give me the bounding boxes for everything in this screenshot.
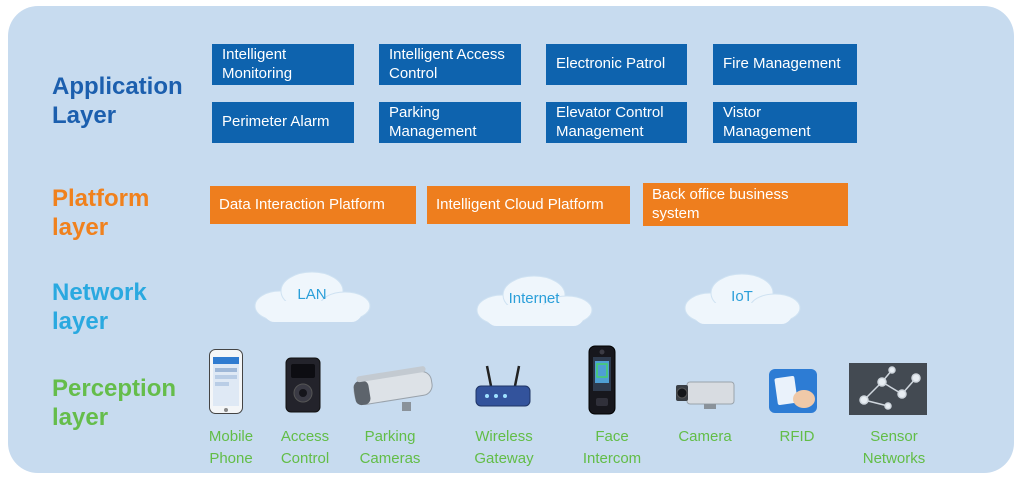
internet-cloud: Internet bbox=[468, 270, 600, 332]
lan-cloud: LAN bbox=[246, 266, 378, 328]
iot-cloud: IoT bbox=[676, 268, 808, 330]
sensor-networks-image bbox=[848, 362, 928, 421]
box-parking-management: Parking Management bbox=[379, 102, 521, 143]
device-label-mobile-phone: Mobile Phone bbox=[208, 428, 254, 467]
cloud-icon bbox=[476, 275, 593, 326]
device-label-rfid: RFID bbox=[779, 428, 815, 445]
box-fire-management: Fire Management bbox=[713, 44, 857, 85]
application-layer-label: Application Layer bbox=[52, 73, 183, 130]
box-data-interaction-platform: Data Interaction Platform bbox=[210, 186, 416, 224]
device-label-wireless-gateway: Wireless Gateway bbox=[474, 428, 534, 467]
cloud-icon bbox=[254, 271, 371, 322]
camera-image bbox=[672, 376, 738, 419]
box-vistor-management: Vistor Management bbox=[713, 102, 857, 143]
perception-layer-label: Perception layer bbox=[52, 375, 177, 432]
iot-label: IoT bbox=[731, 287, 753, 305]
face-intercom-image bbox=[586, 344, 618, 423]
box-perimeter-alarm: Perimeter Alarm bbox=[212, 102, 354, 143]
device-label-sensor-networks: Sensor Networks bbox=[862, 428, 926, 467]
box-elevator-control-management: Elevator Control Management bbox=[546, 102, 687, 143]
cloud-icon bbox=[684, 273, 801, 324]
wireless-gateway-image bbox=[472, 364, 534, 415]
lan-label: LAN bbox=[297, 285, 327, 303]
box-intelligent-cloud-platform: Intelligent Cloud Platform bbox=[427, 186, 630, 224]
access-control-image bbox=[284, 356, 322, 419]
box-electronic-patrol: Electronic Patrol bbox=[546, 44, 687, 85]
network-layer-label: Network layer bbox=[52, 279, 147, 336]
device-label-camera: Camera bbox=[678, 428, 732, 445]
device-label-access-control: Access Control bbox=[280, 428, 330, 467]
platform-layer-label: Platform layer bbox=[52, 185, 150, 242]
device-label-face-intercom: Face Intercom bbox=[582, 428, 642, 467]
rfid-image bbox=[768, 368, 818, 419]
mobile-phone-image bbox=[208, 348, 244, 421]
internet-label: Internet bbox=[508, 289, 560, 307]
box-back-office-business-system: Back office business system bbox=[643, 183, 848, 226]
device-label-parking-cameras: Parking Cameras bbox=[359, 428, 421, 467]
box-intelligent-access-control: Intelligent Access Control bbox=[379, 44, 521, 85]
parking-cameras-image bbox=[348, 360, 438, 419]
box-intelligent-monitoring: Intelligent Monitoring bbox=[212, 44, 354, 85]
